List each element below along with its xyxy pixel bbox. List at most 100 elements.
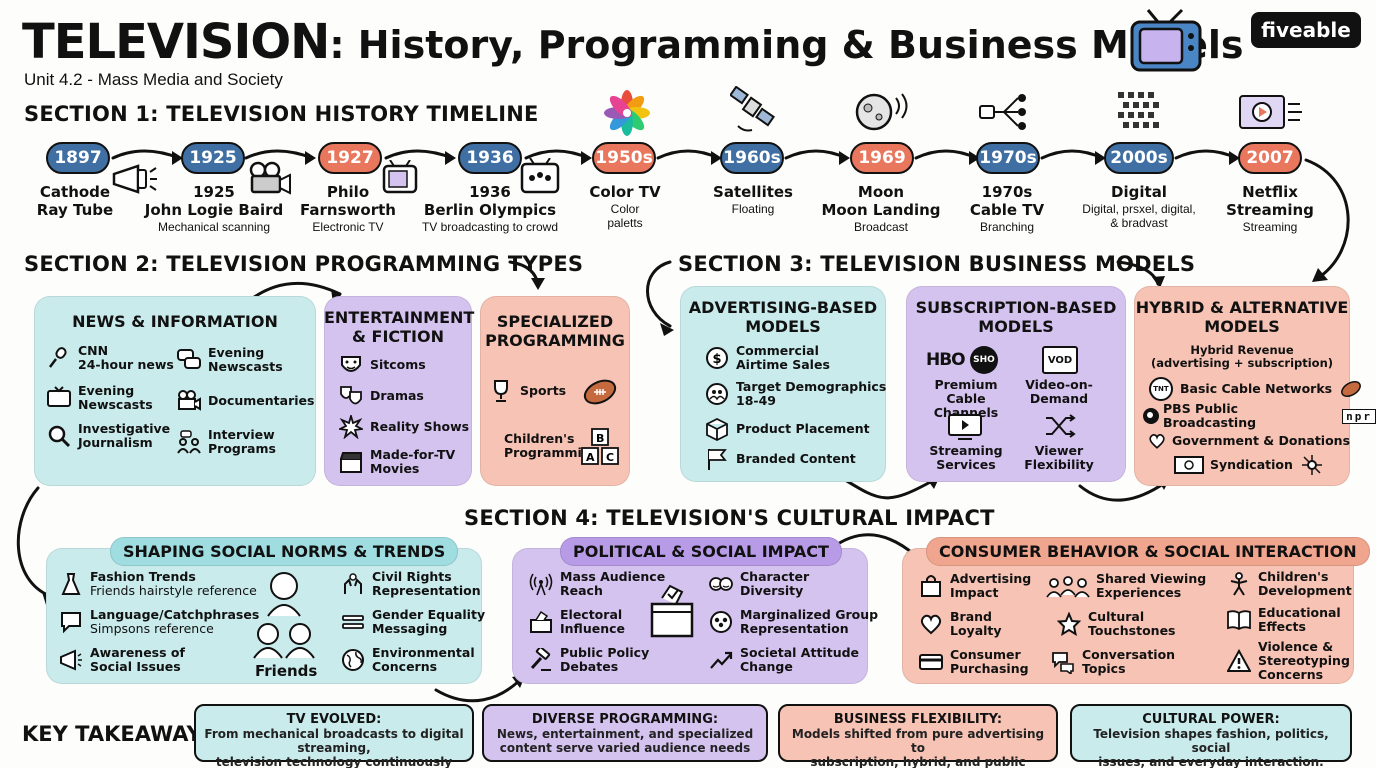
social-norms-box: [46, 548, 482, 684]
hybrid-item-basic-cable: TNT Basic Cable Networks: [1148, 376, 1364, 402]
svg-text:B: B: [596, 432, 604, 445]
advertising-item-airtime: $ Commercial Airtime Sales: [704, 344, 830, 372]
subscription-title: SUBSCRIPTION-BASED MODELS: [915, 298, 1117, 336]
cable-icon: [978, 92, 1036, 137]
trend-up-icon: [708, 647, 734, 673]
old-tv-icon: [382, 159, 418, 199]
audience-group-icon: [1046, 573, 1090, 599]
takeaway-diverse-programming: DIVERSE PROGRAMMING: News, entertainment…: [482, 704, 768, 762]
dollar-coin-icon: $: [704, 345, 730, 371]
money-bill-icon: [1174, 452, 1204, 478]
section1-heading: SECTION 1: TELEVISION HISTORY TIMELINE: [24, 102, 539, 126]
social-norms-title: SHAPING SOCIAL NORMS & TRENDS: [110, 537, 459, 566]
specialized-item-children: Children's Programming: [504, 431, 600, 460]
hybrid-title: HYBRID & ALTERNATIVE MODELS: [1135, 298, 1349, 336]
dress-icon: [58, 571, 84, 597]
political-item-policy: Public Policy Debates: [528, 646, 649, 674]
timeline-year-1927: 1927: [318, 142, 382, 174]
news-item-evening-newscasts-a: Evening Newscasts: [176, 346, 283, 374]
political-item-marginalized: Marginalized Group Representation: [708, 608, 878, 636]
hybrid-item-syndication: Syndication: [1174, 452, 1325, 478]
brand-logo: fiveable: [1251, 12, 1361, 48]
timeline-year-1960s: 1960s: [720, 142, 784, 174]
subscription-box: [906, 286, 1126, 482]
social-item-civil-rights: Civil Rights Representation: [340, 570, 481, 598]
title-rest: : History, Programming & Business Models: [329, 23, 1244, 67]
football-icon: [582, 378, 618, 411]
brand-name: fiveable: [1261, 18, 1351, 42]
news-item-documentaries: Documentaries: [176, 388, 314, 414]
network-hub-icon: [1299, 452, 1325, 478]
streaming-play-icon: [1238, 94, 1304, 139]
pbs-logo-icon: [1142, 403, 1160, 429]
shopping-bag-icon: [918, 573, 944, 599]
section4-heading: SECTION 4: TELEVISION'S CULTURAL IMPACT: [464, 506, 995, 530]
news-item-cnn: CNN 24-hour news: [46, 344, 174, 372]
title-main: TELEVISION: [22, 14, 330, 70]
broadcast-tower-icon: [528, 571, 554, 597]
timeline-year-1969: 1969: [850, 142, 914, 174]
tv-icon: [46, 385, 72, 411]
star-icon: [1056, 611, 1082, 637]
globe-icon: [340, 647, 366, 673]
consumer-item-violence: Violence & Stereotyping Concerns: [1226, 640, 1350, 682]
political-item-reach: Mass Audience Reach: [528, 570, 665, 598]
chat-bubbles-icon: [176, 347, 202, 373]
takeaway-business-flexibility: BUSINESS FLEXIBILITY: Models shifted fro…: [778, 704, 1058, 768]
consumer-item-loyalty: Brand Loyalty: [918, 610, 1002, 638]
target-audience-icon: [704, 381, 730, 407]
entertainment-title: ENTERTAINMENT & FICTION: [324, 308, 475, 346]
film-camera-icon: [176, 388, 202, 414]
timeline-year-2007: 2007: [1238, 142, 1302, 174]
hbo-logo: HBO: [926, 350, 966, 370]
friends-label: Friends: [255, 662, 318, 680]
timeline-year-1897: 1897: [46, 142, 110, 174]
entertainment-item-movies: Made-for-TV Movies: [338, 448, 455, 476]
vod-icon: VOD: [1042, 346, 1078, 374]
magnifier-icon: [46, 423, 72, 449]
satellite-icon: [729, 85, 776, 141]
shuffle-icon: [1044, 414, 1076, 443]
takeaway-cultural-power: CULTURAL POWER: Television shapes fashio…: [1070, 704, 1352, 768]
crowd-tv-icon: [520, 157, 560, 199]
heart-icon: [1148, 428, 1166, 454]
consumer-item-advertising: Advertising Impact: [918, 572, 1031, 600]
entertainment-item-dramas: Dramas: [338, 383, 424, 409]
showtime-logo-text: SHO: [973, 355, 995, 365]
advertising-item-branded: Branded Content: [704, 446, 856, 472]
tnt-logo: TNT: [1148, 376, 1174, 402]
page-title: TELEVISION: History, Programming & Busin…: [22, 14, 1244, 70]
group-circle-icon: [708, 609, 734, 635]
hybrid-item-pbs: PBS Public Broadcasting npr: [1142, 402, 1376, 430]
moon-icon: [852, 86, 912, 141]
news-information-box: [34, 296, 316, 486]
entertainment-item-reality: Reality Shows: [338, 414, 469, 440]
timeline-item-1897: Cathode Ray Tube: [36, 183, 114, 219]
consumer-item-purchasing: Consumer Purchasing: [918, 648, 1029, 676]
advertising-title: ADVERTISING-BASED MODELS: [688, 298, 878, 336]
svg-text:C: C: [606, 451, 614, 464]
child-figure-icon: [1226, 571, 1252, 597]
tnt-logo-text: TNT: [1149, 377, 1173, 401]
clapperboard-icon: [338, 449, 364, 475]
entertainment-item-sitcoms: Sitcoms: [338, 352, 426, 378]
subscription-item-streaming: Streaming Services: [929, 443, 1003, 472]
advertising-item-demographics: Target Demographics 18-49: [704, 380, 886, 408]
svg-text:$: $: [713, 352, 722, 367]
political-title: POLITICAL & SOCIAL IMPACT: [560, 537, 842, 566]
news-item-evening-newscasts-b: Evening Newscasts: [46, 384, 153, 412]
social-item-gender: Gender Equality Messaging: [340, 608, 485, 636]
political-item-electoral: Electoral Influence: [528, 608, 625, 636]
football-small-icon: [1338, 376, 1364, 402]
streaming-screen-icon: [948, 414, 982, 445]
megaphone-icon: [108, 162, 158, 201]
takeaways-heading: KEY TAKEAWAYS: [22, 722, 217, 746]
timeline-year-1936: 1936: [458, 142, 522, 174]
